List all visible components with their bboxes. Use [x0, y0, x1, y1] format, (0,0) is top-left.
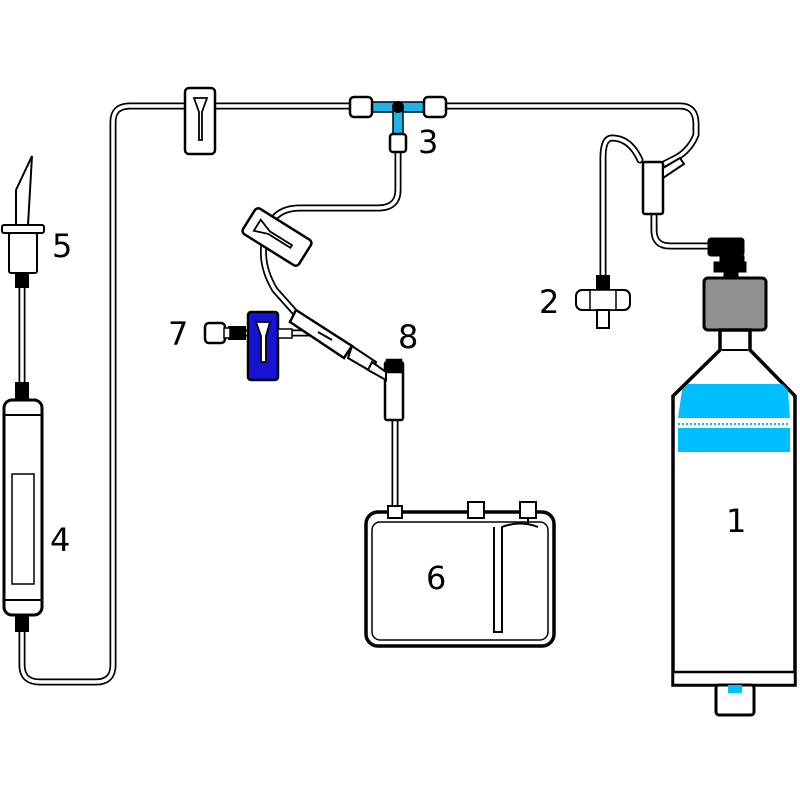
- label-8: 8: [398, 318, 418, 356]
- bottle-connector: [707, 237, 747, 281]
- label-5: 5: [52, 227, 72, 265]
- spike-icon: [1, 155, 45, 288]
- bottle-y-connector: [641, 156, 686, 216]
- fluid-bottle-icon: [671, 276, 797, 717]
- filter-line: [599, 134, 644, 284]
- main-tube-inner: [20, 104, 698, 684]
- slide-clamp: [241, 207, 313, 267]
- label-7: 7: [168, 315, 188, 353]
- label-1: 1: [726, 502, 746, 540]
- y-connector-icon: [288, 308, 405, 422]
- main-tube: [18, 102, 700, 686]
- roller-clamp-top: [183, 86, 217, 156]
- label-3: 3: [418, 123, 438, 161]
- reservoir-icon: [364, 501, 556, 648]
- drip-chamber-icon: [2, 382, 44, 632]
- bottle-line: [650, 206, 716, 250]
- label-6: 6: [426, 559, 446, 597]
- t-connector-icon: [348, 95, 448, 154]
- label-4: 4: [50, 521, 70, 559]
- roller-clamp-icon: [203, 310, 293, 382]
- label-2: 2: [539, 283, 559, 321]
- syringe-filter-icon: [575, 275, 631, 329]
